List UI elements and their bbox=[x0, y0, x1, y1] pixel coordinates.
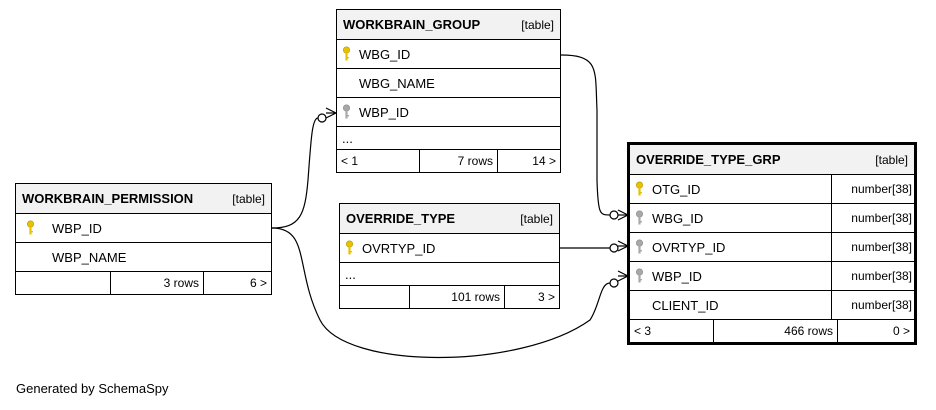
column-name: WBG_NAME bbox=[359, 75, 435, 91]
column-type: number[38] bbox=[831, 204, 914, 232]
column-type: number[38] bbox=[831, 233, 914, 261]
footer-children: 6 > bbox=[203, 272, 271, 294]
column-row-wbg-id[interactable]: WBG_ID bbox=[337, 39, 560, 68]
column-type: number[38] bbox=[831, 175, 914, 203]
footer-parents bbox=[340, 286, 409, 308]
table-name: OVERRIDE_TYPE_GRP bbox=[636, 152, 781, 167]
relationship-wbp-to-otg bbox=[271, 227, 611, 359]
footer-children: 0 > bbox=[837, 320, 914, 342]
column-row-wbp-name[interactable]: WBP_NAME bbox=[16, 242, 271, 271]
footer-row-count: 3 rows bbox=[110, 272, 203, 294]
foreign-key-icon bbox=[630, 239, 648, 255]
column-name: WBP_ID bbox=[652, 268, 702, 284]
relationship-wbp-to-wbg bbox=[271, 117, 319, 229]
table-kind: [table] bbox=[520, 211, 553, 226]
foreign-key-icon bbox=[337, 104, 355, 120]
relationship-wbg-to-otg-optional-marker bbox=[609, 210, 619, 220]
table-footer: 101 rows 3 > bbox=[340, 285, 559, 308]
primary-key-icon bbox=[630, 181, 648, 197]
column-name: OVRTYP_ID bbox=[652, 239, 726, 255]
table-header: WORKBRAIN_GROUP [table] bbox=[337, 10, 560, 39]
column-row-wbg-id[interactable]: WBG_ID number[38] bbox=[630, 203, 914, 232]
table-name: OVERRIDE_TYPE bbox=[346, 211, 456, 226]
relationship-wbp-to-wbg-many-marker bbox=[325, 107, 337, 119]
more-columns-row: ... bbox=[340, 262, 559, 285]
table-footer: 3 rows 6 > bbox=[16, 271, 271, 294]
table-workbrain-permission[interactable]: WORKBRAIN_PERMISSION [table] WBP_ID WBP_… bbox=[15, 183, 272, 295]
relationship-wbp-to-otg-optional-marker bbox=[609, 278, 619, 288]
primary-key-icon bbox=[16, 220, 44, 236]
column-row-ovrtyp-id[interactable]: OVRTYP_ID number[38] bbox=[630, 232, 914, 261]
column-name: OVRTYP_ID bbox=[362, 240, 436, 256]
column-row-ovrtyp-id[interactable]: OVRTYP_ID bbox=[340, 233, 559, 262]
generated-by-caption: Generated by SchemaSpy bbox=[16, 381, 169, 396]
table-footer: < 3 466 rows 0 > bbox=[630, 319, 914, 342]
column-row-wbp-id[interactable]: WBP_ID bbox=[337, 97, 560, 126]
footer-row-count: 466 rows bbox=[713, 320, 837, 342]
primary-key-icon bbox=[337, 46, 355, 62]
relationship-wbg-to-otg bbox=[560, 54, 611, 216]
primary-key-icon bbox=[340, 240, 358, 256]
table-workbrain-group[interactable]: WORKBRAIN_GROUP [table] WBG_ID WBG_NAME … bbox=[336, 9, 561, 173]
footer-row-count: 7 rows bbox=[419, 150, 497, 172]
footer-parents bbox=[16, 272, 110, 294]
footer-children: 14 > bbox=[497, 150, 560, 172]
relationship-wbp-to-wbg-optional-marker bbox=[317, 113, 327, 123]
more-columns-row: ... bbox=[337, 126, 560, 149]
table-header: OVERRIDE_TYPE_GRP [table] bbox=[630, 145, 914, 174]
column-row-client-id[interactable]: CLIENT_ID number[38] bbox=[630, 290, 914, 319]
column-name: WBP_ID bbox=[52, 220, 102, 236]
table-name: WORKBRAIN_PERMISSION bbox=[22, 191, 194, 206]
foreign-key-icon bbox=[630, 268, 648, 284]
table-header: WORKBRAIN_PERMISSION [table] bbox=[16, 184, 271, 213]
table-header: OVERRIDE_TYPE [table] bbox=[340, 204, 559, 233]
footer-row-count: 101 rows bbox=[409, 286, 504, 308]
table-kind: [table] bbox=[232, 191, 265, 206]
table-name: WORKBRAIN_GROUP bbox=[343, 17, 481, 32]
footer-children: 3 > bbox=[504, 286, 559, 308]
column-row-otg-id[interactable]: OTG_ID number[38] bbox=[630, 174, 914, 203]
column-name: OTG_ID bbox=[652, 181, 701, 197]
table-kind: [table] bbox=[875, 152, 908, 167]
column-row-wbp-id[interactable]: WBP_ID number[38] bbox=[630, 261, 914, 290]
footer-parents: < 1 bbox=[341, 154, 359, 168]
table-override-type[interactable]: OVERRIDE_TYPE [table] OVRTYP_ID ... 101 … bbox=[339, 203, 560, 309]
column-name: CLIENT_ID bbox=[652, 297, 719, 313]
column-type: number[38] bbox=[831, 291, 914, 319]
column-name: WBG_ID bbox=[652, 210, 704, 226]
column-name: WBP_NAME bbox=[52, 249, 127, 265]
table-kind: [table] bbox=[521, 17, 554, 32]
table-footer: < 1 7 rows 14 > bbox=[337, 149, 560, 172]
column-row-wbp-id[interactable]: WBP_ID bbox=[16, 213, 271, 242]
more-columns-ellipsis: ... bbox=[342, 130, 353, 146]
more-columns-ellipsis: ... bbox=[345, 266, 356, 282]
column-name: WBP_ID bbox=[359, 104, 409, 120]
footer-parents: < 3 bbox=[634, 324, 652, 338]
table-override-type-grp[interactable]: OVERRIDE_TYPE_GRP [table] OTG_ID number[… bbox=[627, 142, 917, 345]
column-name: WBG_ID bbox=[359, 46, 411, 62]
column-row-wbg-name[interactable]: WBG_NAME bbox=[337, 68, 560, 97]
foreign-key-icon bbox=[630, 210, 648, 226]
column-type: number[38] bbox=[831, 262, 914, 290]
relationship-ovrtyp-to-otg-optional-marker bbox=[609, 243, 619, 253]
